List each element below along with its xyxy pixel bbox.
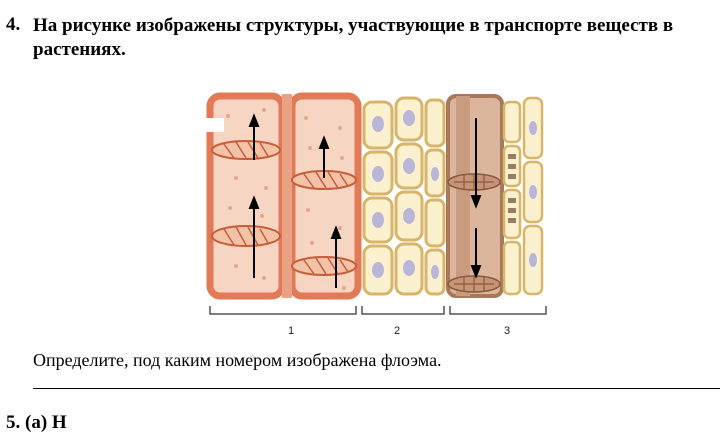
arrow-up-icon xyxy=(248,113,342,288)
answer-line[interactable] xyxy=(33,388,720,389)
next-question-text: 5. (а) Н xyxy=(6,412,67,433)
section-label-3: 3 xyxy=(504,325,510,337)
question-number: 4. xyxy=(6,14,21,35)
section-label-1: 1 xyxy=(288,325,294,337)
arrow-down-icon xyxy=(470,118,482,279)
xylem-section xyxy=(206,92,362,300)
section-brackets xyxy=(209,306,547,315)
section-label-2: 2 xyxy=(394,325,400,337)
nucleus-group xyxy=(372,110,439,279)
question-text: На рисунке изображены структуры, участву… xyxy=(33,15,674,60)
plant-tissue-figure: 1 2 3 xyxy=(206,92,547,337)
phloem-section xyxy=(446,94,544,298)
question-prompt: Определите, под каким номером изображена… xyxy=(33,350,442,370)
